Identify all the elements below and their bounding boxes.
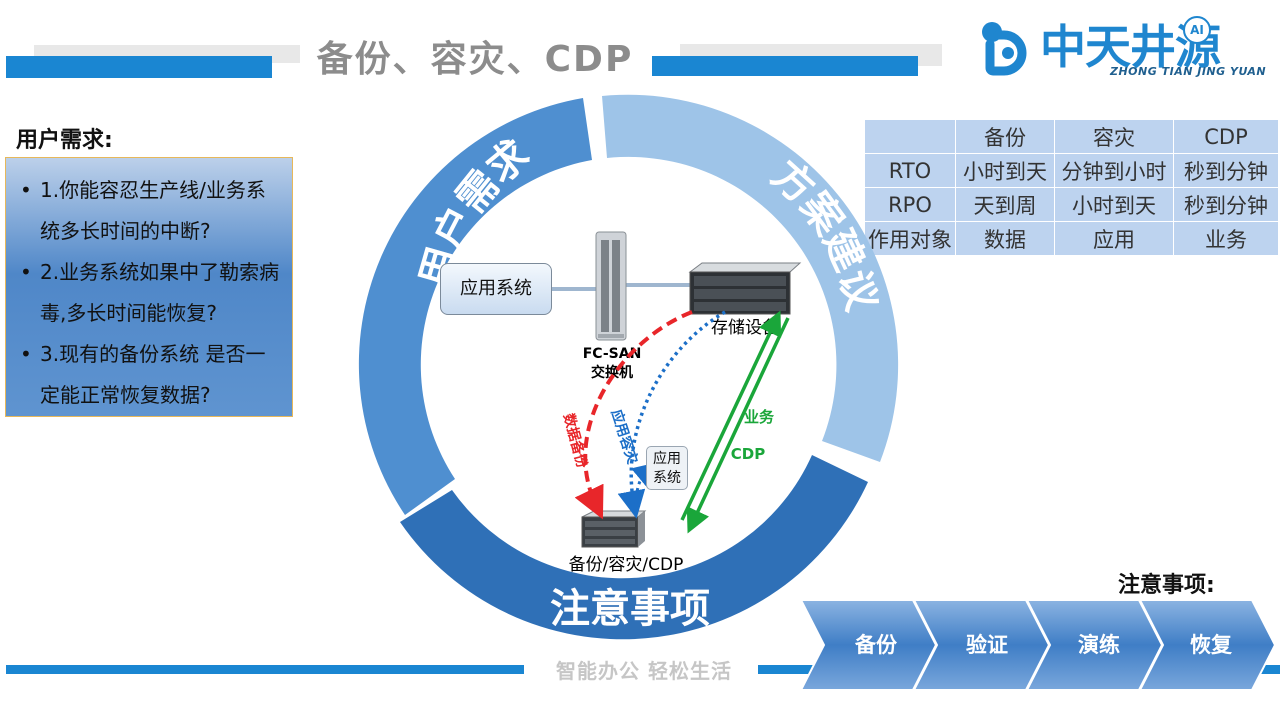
- footer-bar-left: [6, 665, 524, 674]
- flow-step-backup: 备份: [855, 633, 897, 657]
- notes-title: 注意事项:: [1118, 573, 1215, 598]
- ring-label-notes: 注意事项: [550, 586, 710, 632]
- flow-step-chevron: [1025, 600, 1164, 690]
- header-bar-blue-right: [652, 56, 918, 76]
- logo-mark-icon: [982, 22, 1027, 76]
- flow-step-chevron: [801, 600, 938, 690]
- table-header-cell: [864, 119, 956, 154]
- ring-segment-solution: [602, 94, 899, 463]
- table-cell: 小时到天: [955, 153, 1055, 188]
- table-header-cell: 容灾: [1054, 119, 1174, 154]
- user-needs-title: 用户需求:: [16, 128, 113, 153]
- table-cell: 天到周: [955, 187, 1055, 222]
- switch-label-line1: FC-SAN: [583, 346, 642, 362]
- table-cell: 分钟到小时: [1054, 153, 1174, 188]
- footer-slogan: 智能办公 轻松生活: [556, 659, 732, 683]
- comparison-table: 备份 容灾 CDP RTO 小时到天 分钟到小时 秒到分钟 RPO 天到周 小时…: [864, 119, 1279, 256]
- table-cell: 作用对象: [864, 221, 956, 256]
- app-system-small-line2: 系统: [653, 470, 681, 486]
- table-cell: 小时到天: [1054, 187, 1174, 222]
- process-flow: [801, 600, 1277, 690]
- flow-step-chevron: [1138, 600, 1277, 690]
- table-row: 作用对象 数据 应用 业务: [864, 221, 1279, 256]
- storage-device-icon: [688, 262, 802, 315]
- flow-step-verify: 验证: [966, 633, 1008, 657]
- switch-label-line2: 交换机: [591, 364, 633, 381]
- fc-san-switch-icon: [595, 231, 627, 341]
- page-title: 备份、容灾、CDP: [316, 39, 634, 80]
- data-backup-arrow: [574, 310, 693, 520]
- logo-subtitle: ZHONG TIAN JING YUAN: [1110, 65, 1267, 78]
- biz-cdp-label-line1: 业务: [744, 408, 775, 426]
- backup-device-label: 备份/容灾/CDP: [569, 555, 684, 575]
- user-needs-box: 1.你能容忍生产线/业务系统多长时间的中断? 2.业务系统如果中了勒索病毒,多长…: [5, 157, 293, 417]
- need-item: 3.现有的备份系统 是否一定能正常恢复数据?: [16, 334, 284, 416]
- header-bar-blue-left: [6, 56, 272, 78]
- cdp-arrow-down: [686, 317, 790, 534]
- table-cell: 应用: [1054, 221, 1174, 256]
- table-header-row: 备份 容灾 CDP: [864, 119, 1279, 154]
- backup-device-icon: [581, 510, 647, 548]
- table-cell: 业务: [1173, 221, 1279, 256]
- app-dr-label: 应用容灾: [608, 407, 642, 466]
- app-system-small-box: 应用 系统: [646, 446, 688, 490]
- biz-cdp-label-line2: CDP: [731, 445, 765, 463]
- table-cell: RPO: [864, 187, 956, 222]
- flow-step-chevron: [912, 600, 1051, 690]
- ring-segment-user-needs: [358, 98, 592, 515]
- flow-step-drill: 演练: [1078, 633, 1120, 657]
- table-cell: 数据: [955, 221, 1055, 256]
- need-item: 2.业务系统如果中了勒索病毒,多长时间能恢复?: [16, 252, 284, 334]
- table-header-cell: CDP: [1173, 119, 1279, 154]
- app-system-small-line1: 应用: [653, 451, 681, 467]
- cdp-arrow-up: [680, 310, 782, 521]
- table-header-cell: 备份: [955, 119, 1055, 154]
- need-item: 1.你能容忍生产线/业务系统多长时间的中断?: [16, 170, 284, 252]
- flow-step-restore: 恢复: [1190, 633, 1232, 657]
- ring-segment-notes: [400, 455, 868, 640]
- app-system-box: 应用系统: [440, 263, 552, 315]
- logo-ai-badge: AI: [1183, 16, 1211, 44]
- table-cell: RTO: [864, 153, 956, 188]
